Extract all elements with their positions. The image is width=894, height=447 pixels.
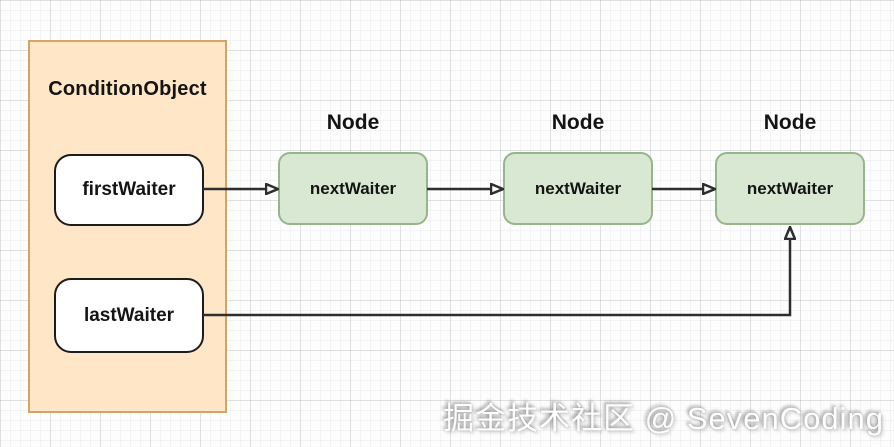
condition-object-title: ConditionObject <box>48 78 207 100</box>
node-1-title: Node <box>326 111 380 134</box>
node-2-next-waiter-field: nextWaiter <box>503 152 653 225</box>
node-1-next-waiter-field: nextWaiter <box>278 152 428 225</box>
node-2-title: Node <box>551 111 605 134</box>
condition-object-box: ConditionObject firstWaiter lastWaiter <box>28 40 227 413</box>
first-waiter-field: firstWaiter <box>54 154 204 226</box>
last-waiter-field: lastWaiter <box>54 278 204 353</box>
arrow-lastwaiter-to-node3-icon <box>203 238 790 317</box>
node-3-next-waiter-field: nextWaiter <box>715 152 865 225</box>
node-3-title: Node <box>763 111 817 134</box>
watermark-text: 掘金技术社区 @ SevenCoding <box>443 401 884 436</box>
